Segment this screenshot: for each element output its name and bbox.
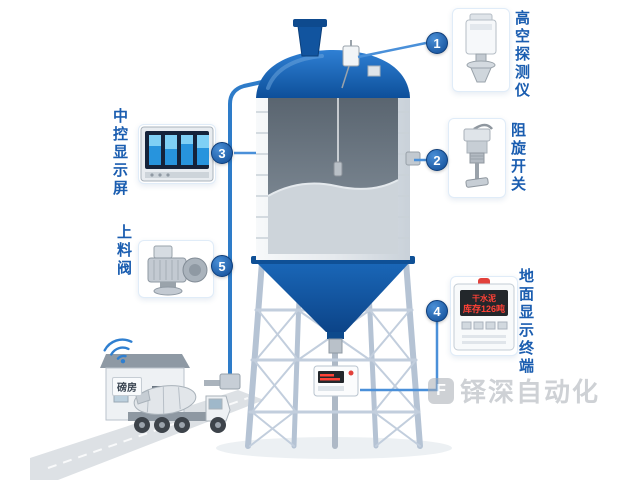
control-display-icon xyxy=(140,126,214,182)
feed-pipe xyxy=(204,80,263,390)
rotary-switch-image xyxy=(448,118,506,198)
callout-label-1: 高空探测仪 xyxy=(513,10,530,100)
feed-valve-icon xyxy=(147,245,208,296)
callout-label-3: 中控显示屏 xyxy=(111,108,128,198)
wifi-icon xyxy=(103,338,133,364)
rotary-switch-icon xyxy=(463,123,493,188)
callout-badge-4: 4 xyxy=(426,300,448,322)
high-level-detector-image xyxy=(452,8,510,92)
terminal-line-1: 干水泥 xyxy=(472,293,496,303)
callout-badge-1: 1 xyxy=(426,32,448,54)
silo-dome xyxy=(256,50,410,98)
dome-vent xyxy=(367,65,381,77)
feed-valve-image xyxy=(138,240,214,298)
terminal-line-2: 库存126吨 xyxy=(463,303,505,314)
callout-label-4: 地面显示终端 xyxy=(517,268,534,376)
ground-terminal-icon: 干水泥 库存126吨 xyxy=(453,278,515,351)
connector-1 xyxy=(357,41,427,59)
silo-cone xyxy=(251,256,415,354)
silo-body xyxy=(256,92,410,260)
rotary-switch-mount xyxy=(405,151,421,166)
callout-label-2: 阻旋开关 xyxy=(509,122,526,194)
silo-base-terminal xyxy=(313,365,359,397)
callout-badge-5: 5 xyxy=(211,255,233,277)
high-level-detector-icon xyxy=(465,13,497,83)
weigh-house-sign: 磅房 xyxy=(112,377,142,396)
mixer-truck xyxy=(128,385,231,433)
callout-label-5: 上料阀 xyxy=(115,224,132,278)
silo-inlet-pipe xyxy=(293,19,327,57)
callout-badge-3: 3 xyxy=(211,142,233,164)
callout-badge-2: 2 xyxy=(426,149,448,171)
probe-weight xyxy=(333,161,343,177)
control-display-image xyxy=(138,124,216,184)
ground-terminal-image: 干水泥 库存126吨 xyxy=(450,276,518,356)
